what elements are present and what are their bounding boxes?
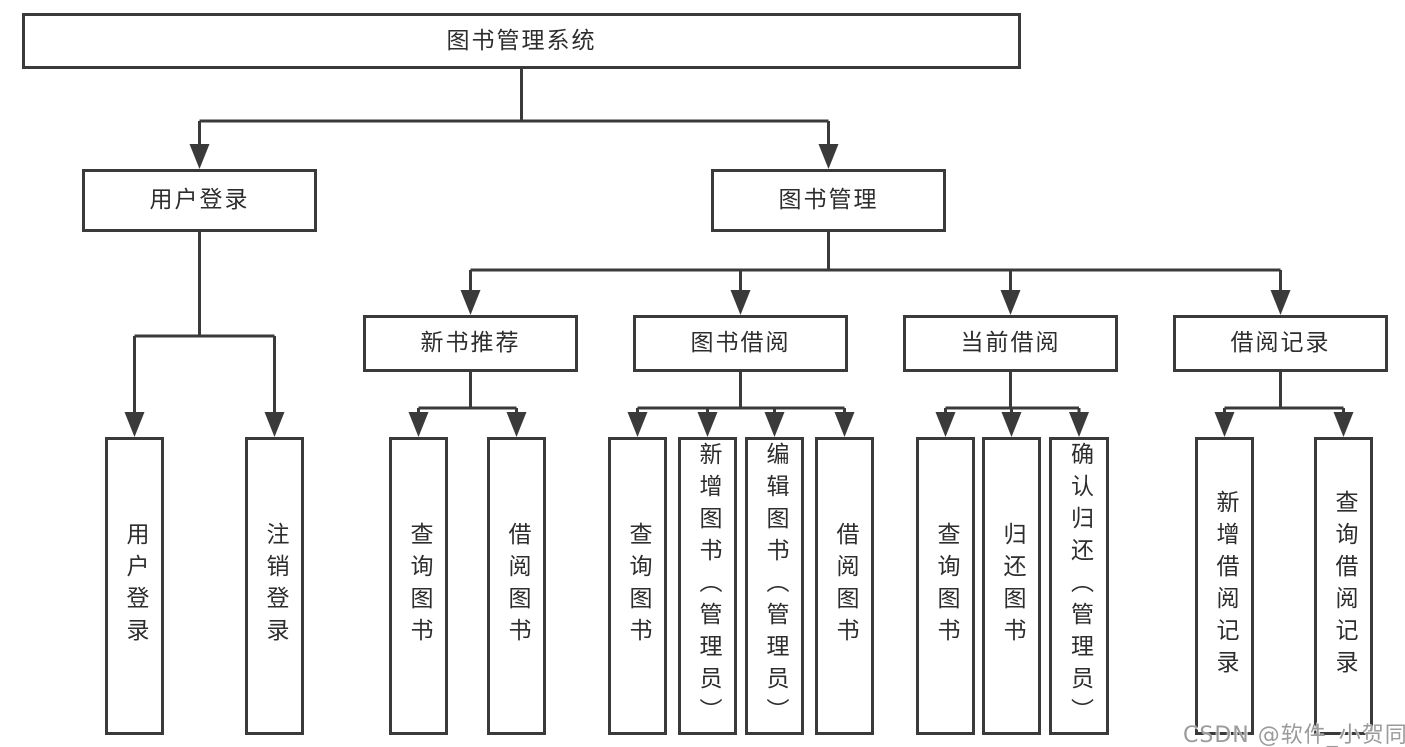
node-label: 借阅图书: [832, 522, 858, 650]
node-current-borrow: 当前借阅: [903, 315, 1118, 372]
node-book-borrow: 图书借阅: [633, 315, 848, 372]
leaf-current-query-books: 查询图书: [916, 437, 975, 735]
node-label: 图书管理系统: [446, 27, 597, 54]
leaf-edit-books-admin: 编辑图书（管理员）: [745, 437, 804, 735]
node-root-library-system: 图书管理系统: [22, 13, 1021, 69]
leaf-return-books: 归还图书: [982, 437, 1041, 735]
node-label: 新增借阅记录: [1212, 490, 1238, 682]
node-borrow-record: 借阅记录: [1173, 315, 1388, 372]
node-label: 编辑图书（管理员）: [762, 442, 788, 730]
node-label: 用户登录: [149, 187, 250, 213]
node-label: 图书借阅: [690, 330, 791, 356]
node-label: 借阅记录: [1230, 330, 1331, 356]
leaf-add-borrow-record: 新增借阅记录: [1195, 437, 1254, 735]
node-label: 确认归还（管理员）: [1066, 442, 1093, 730]
leaf-recommend-borrow-books: 借阅图书: [487, 437, 546, 735]
leaf-add-books-admin: 新增图书（管理员）: [678, 437, 737, 735]
leaf-confirm-return-admin: 确认归还（管理员）: [1049, 437, 1109, 735]
csdn-watermark: CSDN @软件_小贺同学: [1183, 723, 1405, 747]
node-label: 查询图书: [406, 522, 432, 650]
node-book-management: 图书管理: [711, 169, 946, 232]
node-label: 查询图书: [625, 522, 651, 650]
node-label: 归还图书: [999, 522, 1025, 650]
leaf-recommend-query-books: 查询图书: [389, 437, 448, 735]
leaf-logout: 注销登录: [245, 437, 304, 735]
node-label: 注销登录: [262, 522, 288, 650]
arrowheads: [124, 144, 1354, 437]
node-label: 新书推荐: [420, 330, 521, 356]
node-new-book-recommend: 新书推荐: [363, 315, 578, 372]
node-label: 新增图书（管理员）: [695, 442, 721, 730]
node-label: 用户登录: [122, 522, 148, 650]
node-label: 查询图书: [933, 522, 959, 650]
leaf-query-borrow-record: 查询借阅记录: [1314, 437, 1373, 735]
node-label: 查询借阅记录: [1331, 490, 1357, 682]
node-label: 图书管理: [778, 187, 879, 213]
node-label: 借阅图书: [504, 522, 530, 650]
node-label: 当前借阅: [960, 330, 1061, 356]
node-user-login: 用户登录: [82, 169, 317, 232]
leaf-borrow-books: 借阅图书: [815, 437, 874, 735]
leaf-user-login: 用户登录: [105, 437, 164, 735]
leaf-borrow-query-books: 查询图书: [608, 437, 667, 735]
